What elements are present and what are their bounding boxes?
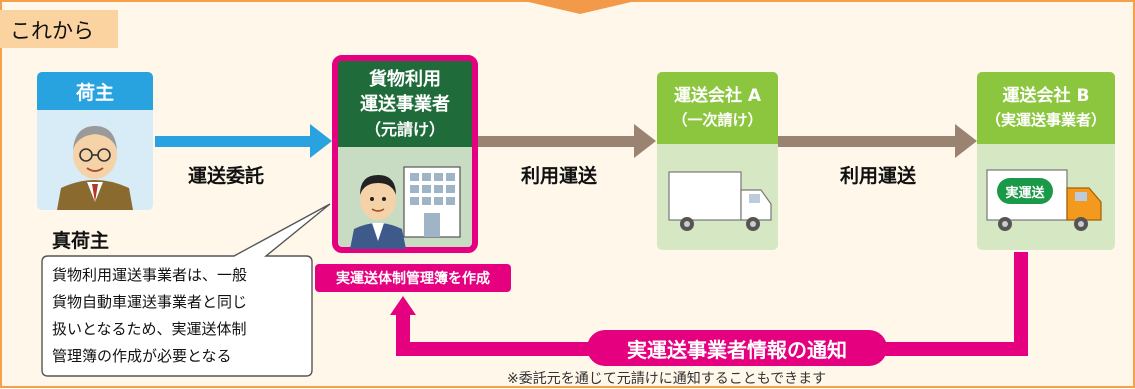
forwarder-badge: 実運送体制管理簿を作成 xyxy=(315,264,511,292)
shipper-header: 荷主 xyxy=(37,72,153,110)
carrier-b-header-line-1: 運送会社 B xyxy=(1002,86,1090,106)
notify-line-up xyxy=(396,312,410,356)
use2-arrow-head xyxy=(955,124,977,158)
callout-text: 貨物利用運送事業者は、一般 貨物自動車運送事業者と同じ 扱いとなるため、実運送体… xyxy=(52,262,307,370)
notify-arrow-head xyxy=(390,296,416,315)
callout-line-2: 貨物自動車運送事業者と同じ xyxy=(52,293,248,311)
carrier-a-header-line-2: （一次請け） xyxy=(672,111,763,129)
carrier-a-header-line-1: 運送会社 A xyxy=(673,86,762,106)
truck-white-icon xyxy=(668,171,772,231)
consign-arrow-shaft xyxy=(155,136,313,147)
section-label: これから xyxy=(10,19,94,43)
callout-line-4: 管理簿の作成が必要となる xyxy=(52,347,232,365)
top-arrow-icon xyxy=(520,0,640,14)
section-label-bg xyxy=(0,10,118,48)
consign-label: 運送委託 xyxy=(188,165,265,187)
callout-line-1: 貨物利用運送事業者は、一般 xyxy=(52,266,248,284)
use1-arrow-shaft xyxy=(477,136,637,147)
notify-line-vertical xyxy=(1014,252,1028,356)
forwarder-header: 貨物利用 運送事業者 （元請け） xyxy=(338,61,472,147)
use2-label: 利用運送 xyxy=(840,165,917,187)
forwarder-header-line-2: 運送事業者 xyxy=(360,93,450,115)
callout-bubble xyxy=(41,203,331,377)
forwarder-box: 貨物利用 運送事業者 （元請け） xyxy=(332,55,478,253)
notification-label: 実運送事業者情報の通知 xyxy=(587,330,887,366)
use2-arrow-shaft xyxy=(778,136,958,147)
forwarder-header-line-1: 貨物利用 xyxy=(369,68,441,90)
shipper-avatar-icon xyxy=(57,126,133,210)
truck-label: 実運送 xyxy=(997,178,1053,204)
notification-note: ※委託元を通じて元請けに通知することもできます xyxy=(507,371,827,387)
carrier-b-header: 運送会社 B （実運送事業者） xyxy=(977,72,1115,144)
carrier-b-header-line-2: （実運送事業者） xyxy=(985,111,1106,129)
callout-line-3: 扱いとなるため、実運送体制 xyxy=(52,320,247,338)
use1-label: 利用運送 xyxy=(521,165,598,187)
consign-arrow-head xyxy=(310,124,332,158)
carrier-a-box: 運送会社 A （一次請け） xyxy=(657,72,778,250)
shipper-box: 荷主 xyxy=(37,72,153,210)
use1-arrow-head xyxy=(634,124,656,158)
carrier-a-header: 運送会社 A （一次請け） xyxy=(657,72,778,144)
carrier-b-box: 運送会社 B （実運送事業者） 実運送 xyxy=(977,72,1115,250)
shipper-caption: 真荷主 xyxy=(52,230,110,252)
forwarder-header-line-3: （元請け） xyxy=(364,119,445,139)
forwarder-office-icon xyxy=(350,166,461,249)
